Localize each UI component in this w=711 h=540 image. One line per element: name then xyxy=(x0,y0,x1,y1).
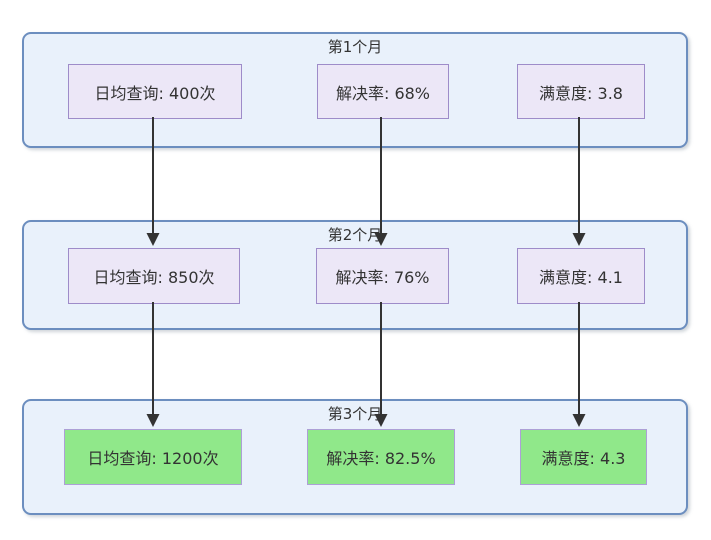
metric-satisfaction-m1: 满意度: 3.8 xyxy=(517,64,645,119)
metric-resolution-rate-m1: 解决率: 68% xyxy=(317,64,449,119)
metric-label: 满意度: 3.8 xyxy=(539,83,623,103)
month-panel-1: 第1个月 日均查询: 400次 解决率: 68% 满意度: 3.8 xyxy=(22,32,688,148)
metric-label: 日均查询: 850次 xyxy=(93,268,215,287)
metric-satisfaction-m2: 满意度: 4.1 xyxy=(517,248,645,304)
metric-resolution-rate-m2: 解决率: 76% xyxy=(316,248,449,304)
metric-daily-queries-m1: 日均查询: 400次 xyxy=(68,64,242,119)
month-panel-3: 第3个月 日均查询: 1200次 解决率: 82.5% 满意度: 4.3 xyxy=(22,399,688,515)
metric-label: 日均查询: 400次 xyxy=(94,83,216,103)
metric-label: 解决率: 82.5% xyxy=(326,449,436,468)
month-panel-2: 第2个月 日均查询: 850次 解决率: 76% 满意度: 4.1 xyxy=(22,220,688,330)
month-3-title: 第3个月 xyxy=(327,405,383,423)
metric-daily-queries-m2: 日均查询: 850次 xyxy=(68,248,240,304)
metric-label: 解决率: 68% xyxy=(335,83,431,103)
metric-satisfaction-m3: 满意度: 4.3 xyxy=(520,429,647,485)
metric-label: 解决率: 76% xyxy=(335,268,430,287)
metric-resolution-rate-m3: 解决率: 82.5% xyxy=(307,429,455,485)
month-1-title: 第1个月 xyxy=(327,38,383,56)
month-2-title: 第2个月 xyxy=(327,226,383,244)
metric-label: 日均查询: 1200次 xyxy=(87,449,219,468)
metric-label: 满意度: 4.1 xyxy=(539,268,623,287)
metric-label: 满意度: 4.3 xyxy=(541,449,626,468)
metric-daily-queries-m3: 日均查询: 1200次 xyxy=(64,429,242,485)
